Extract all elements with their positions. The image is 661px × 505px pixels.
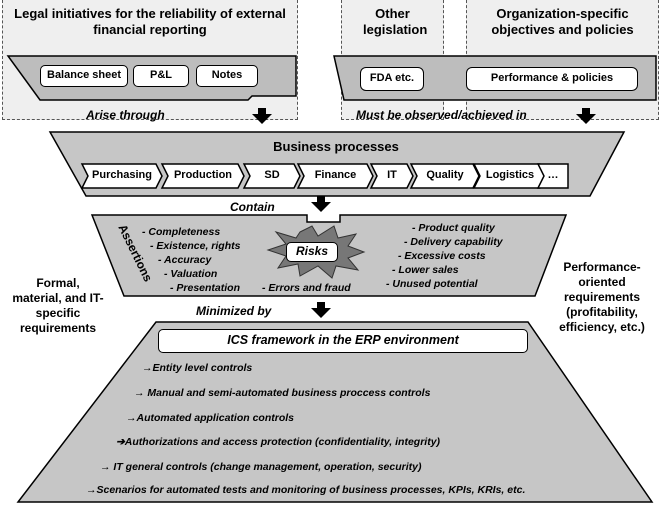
label-minimized-by: Minimized by <box>196 304 272 318</box>
control-entity-level: →Entity level controls <box>142 362 253 374</box>
risk-excessive-costs: - Excessive costs <box>398 250 486 262</box>
process-it: IT <box>387 169 397 181</box>
business-processes-title: Business processes <box>273 139 399 154</box>
doc-balance-sheet: Balance sheet <box>40 65 128 87</box>
process-purchasing: Purchasing <box>92 169 152 181</box>
right-side-label: Performance-oriented requirements (profi… <box>559 260 645 334</box>
risk-errors-fraud: - Errors and fraud <box>262 282 351 294</box>
process-logistics: Logistics <box>485 169 535 181</box>
label-arise-through: Arise through <box>86 108 165 122</box>
left-side-label: Formal, material, and IT-specific requir… <box>12 276 104 335</box>
process-sd: SD <box>264 169 280 181</box>
doc-fda: FDA etc. <box>360 67 424 91</box>
doc-performance: Performance & policies <box>466 67 638 91</box>
other-header: Other legislation <box>363 6 428 37</box>
legal-header: Legal initiatives for the reliability of… <box>14 6 286 37</box>
assertion-valuation: - Valuation <box>164 268 218 280</box>
risk-delivery-capability: - Delivery capability <box>404 236 503 248</box>
doc-pl: P&L <box>133 65 189 87</box>
assertion-completeness: - Completeness <box>142 226 221 238</box>
risk-unused-potential: - Unused potential <box>386 278 478 290</box>
control-scenarios: →Scenarios for automated tests and monit… <box>86 484 526 496</box>
ics-title: ICS framework in the ERP environment <box>158 329 528 353</box>
risk-product-quality: - Product quality <box>412 222 495 234</box>
control-it-general: → IT general controls (change management… <box>100 461 422 473</box>
label-must-be-observed: Must be observed/achieved in <box>356 108 527 122</box>
doc-notes: Notes <box>196 65 258 87</box>
assertion-existence: - Existence, rights <box>150 240 241 252</box>
process-quality: Quality <box>426 169 464 181</box>
risks-box: Risks <box>286 242 338 262</box>
assertion-presentation: - Presentation <box>170 282 241 294</box>
org-header: Organization-specific objectives and pol… <box>491 6 634 37</box>
label-contain: Contain <box>230 200 275 214</box>
control-manual-business: → Manual and semi-automated business pro… <box>134 387 431 399</box>
assertion-accuracy: - Accuracy <box>158 254 212 266</box>
control-authorizations: ➔Authorizations and access protection (c… <box>116 436 441 448</box>
risk-lower-sales: - Lower sales <box>392 264 459 276</box>
control-automated-application: →Automated application controls <box>126 412 295 424</box>
process-finance: Finance <box>314 169 357 181</box>
process-production: Production <box>173 169 233 181</box>
process-more: … <box>547 169 559 181</box>
